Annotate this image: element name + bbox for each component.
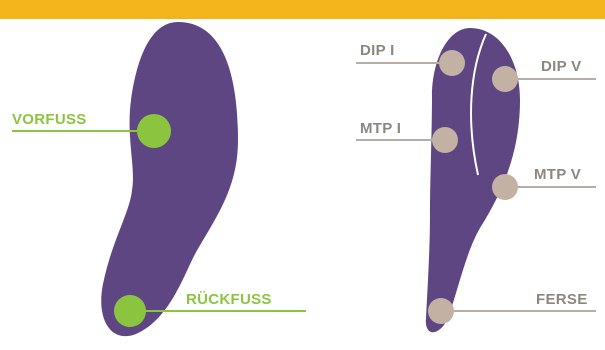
dipv-label: DIP V [541,58,581,76]
mtpv-label: MTP V [534,166,581,184]
dip1-label: DIP I [360,42,395,60]
rueckfuss-marker [114,295,146,327]
ferse-marker [428,298,454,324]
mtp1-label: MTP I [360,120,401,138]
dipv-marker [492,66,518,92]
mtpv-marker [492,174,518,200]
vorfuss-marker [137,114,171,148]
rueckfuss-label: RÜCKFUSS [186,291,272,309]
mtp1-marker [432,127,458,153]
left-insole-shape [101,22,238,336]
vorfuss-label: VORFUSS [12,111,87,129]
ferse-label: FERSE [536,291,588,309]
dip1-marker [439,50,465,76]
